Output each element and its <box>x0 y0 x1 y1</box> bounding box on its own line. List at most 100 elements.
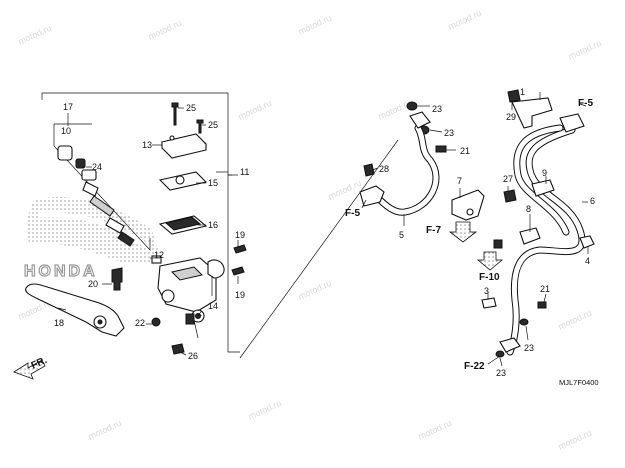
callout-14: 14 <box>208 301 218 311</box>
hose-clamp-top <box>559 113 585 133</box>
callout-12: 12 <box>154 250 164 260</box>
brand-logo-text: HONDA <box>24 263 98 280</box>
piston <box>89 195 115 217</box>
spring <box>105 217 125 234</box>
callout-23-a: 23 <box>432 104 442 114</box>
front-arrow-label: FR. <box>30 355 49 372</box>
callout-labels: 1 2 3 4 5 6 7 8 9 10 11 12 13 14 15 16 1… <box>54 87 595 378</box>
watermark-text: motod.ru <box>417 418 453 442</box>
callout-19-upper: 19 <box>235 230 245 240</box>
watermark-text: motod.ru <box>237 98 273 122</box>
callout-7: 7 <box>457 176 462 186</box>
hose-clamp-middle <box>531 179 555 197</box>
callout-28: 28 <box>379 164 389 174</box>
lever-pivot-hole <box>97 319 103 325</box>
ref-f7: F-7 <box>426 225 441 236</box>
callout-3: 3 <box>484 286 489 296</box>
callout-21-lower: 21 <box>540 284 550 294</box>
callout-25-lower: 25 <box>208 120 218 130</box>
watermark-text: motod.ru <box>327 178 363 202</box>
outlet-hole <box>195 313 201 319</box>
callout-21-upper: 21 <box>460 146 470 156</box>
watermark-text: motod.ru <box>557 428 593 452</box>
hose-fitting-left <box>359 185 385 207</box>
callout-9: 9 <box>542 168 547 178</box>
callout-11: 11 <box>240 167 249 177</box>
hose-fitting-top <box>409 111 431 129</box>
bracket-bolt <box>507 89 521 103</box>
sealing-washer <box>406 101 418 111</box>
callout-29: 29 <box>506 112 516 122</box>
callout-19-lower: 19 <box>235 290 245 300</box>
hose-clamp-lower <box>519 227 541 245</box>
brake-switch <box>151 255 162 264</box>
honda-wing-logo: HONDA <box>23 196 162 281</box>
hose-clip <box>481 297 497 309</box>
brake-hose-assembly <box>359 89 595 367</box>
callout-1: 1 <box>520 87 525 97</box>
callout-27: 27 <box>503 174 513 184</box>
callout-13: 13 <box>142 140 152 150</box>
lever-pivot-boss <box>161 289 175 303</box>
callout-6: 6 <box>590 196 595 206</box>
banjo-bolt-left <box>363 163 375 177</box>
watermark-text: motod.ru <box>377 98 413 122</box>
callout-18: 18 <box>54 318 64 328</box>
callout-20: 20 <box>88 279 98 289</box>
group-bracket-lower <box>227 175 240 353</box>
diagram-code: MJL7F0400 <box>559 378 599 387</box>
leader-to-hose <box>239 139 399 359</box>
guide-bolt <box>493 239 503 249</box>
piston-kit-frame <box>53 124 151 251</box>
callout-22: 22 <box>135 318 145 328</box>
watermark-text: motod.ru <box>17 23 53 47</box>
banjo-bolt <box>171 343 185 355</box>
banjo-bolt-upper <box>435 145 447 153</box>
watermark-text: motod.ru <box>297 278 333 302</box>
holder-bolt <box>231 266 245 276</box>
ref-f22: F-22 <box>464 361 485 372</box>
callout-17: 17 <box>63 102 73 112</box>
ref-f5-left: F-5 <box>345 208 360 219</box>
reservoir-cap-side <box>161 142 207 159</box>
callout-5: 5 <box>399 230 404 240</box>
watermark-text: motod.ru <box>87 418 123 442</box>
ref-f5-top-right: F-5 <box>578 98 593 109</box>
dust-boot <box>57 145 73 161</box>
callout-25-upper: 25 <box>186 103 196 113</box>
callout-16: 16 <box>208 220 218 230</box>
callout-8: 8 <box>526 204 531 214</box>
pivot-nut <box>151 317 161 327</box>
watermark-text: motod.ru <box>567 38 603 62</box>
plate-hole <box>175 175 185 185</box>
circlip <box>75 158 86 169</box>
joint-hole <box>466 208 474 216</box>
callout-26: 26 <box>188 351 198 361</box>
watermark-text: motod.ru <box>557 308 593 332</box>
callout-24: 24 <box>92 162 102 172</box>
hose-bracket-top <box>511 97 553 129</box>
cap-screw <box>171 102 179 126</box>
holder-bolt <box>233 244 247 254</box>
callout-15: 15 <box>208 178 218 188</box>
watermark-text: motod.ru <box>297 13 333 37</box>
section-references: F-5 F-5 F-7 F-10 F-22 <box>345 98 593 372</box>
cap-screw-small <box>196 119 204 134</box>
callout-10: 10 <box>61 126 71 136</box>
clamp-bolt <box>503 189 517 203</box>
primary-cup <box>117 231 135 247</box>
reservoir-opening <box>171 266 203 281</box>
pivot-bolt <box>111 267 123 291</box>
cap-screw-hole <box>169 135 175 141</box>
hose-fitting-bottom <box>499 337 521 353</box>
holder-clamp <box>207 259 225 279</box>
callout-23-d: 23 <box>496 368 506 378</box>
watermark-text: motod.ru <box>247 398 283 422</box>
piston-washer <box>81 169 97 181</box>
callout-4: 4 <box>585 256 590 266</box>
switch-screw <box>185 313 195 325</box>
master-cylinder-assembly <box>25 92 399 359</box>
f7-arrow <box>448 221 478 243</box>
ref-f10: F-10 <box>479 272 500 283</box>
